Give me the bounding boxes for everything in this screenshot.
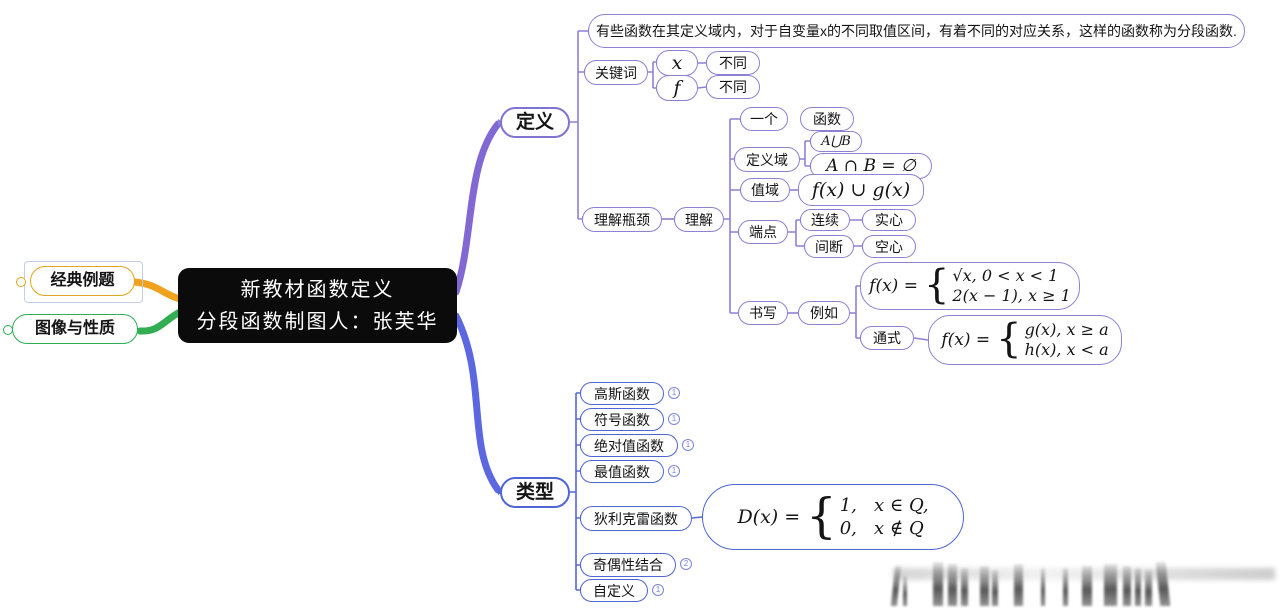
- general-formula-lhs: f(x) =: [941, 329, 991, 350]
- node-bottleneck[interactable]: 理解瓶颈: [582, 207, 662, 232]
- example-formula-brace: {: [923, 262, 950, 308]
- badge-sign[interactable]: 1: [668, 413, 680, 425]
- node-keywords[interactable]: 关键词: [584, 60, 648, 85]
- node-x-different[interactable]: 不同: [706, 51, 760, 75]
- example-formula-lhs: f(x) =: [869, 275, 918, 296]
- node-general[interactable]: 通式: [860, 326, 914, 350]
- general-formula-row2: h(x), x < a: [1024, 340, 1109, 359]
- node-range-formula[interactable]: f(x) ∪ g(x): [798, 174, 924, 206]
- node-discontinuous[interactable]: 间断: [804, 235, 854, 258]
- branch-classic: [130, 278, 184, 303]
- node-one[interactable]: 一个: [740, 107, 788, 131]
- node-gauss-function[interactable]: 高斯函数: [580, 382, 664, 405]
- dirichlet-formula-lhs: D(x) =: [737, 505, 801, 528]
- badge-absolute[interactable]: 1: [682, 439, 694, 451]
- central-title-line2: 分段函数制图人：张芙华: [196, 310, 439, 333]
- general-formula-row1: g(x), x ≥ a: [1024, 320, 1109, 339]
- node-general-formula[interactable]: f(x) = { g(x), x ≥ a h(x), x < a: [928, 315, 1122, 365]
- node-union[interactable]: A⋃B: [810, 131, 862, 152]
- node-writing[interactable]: 书写: [738, 301, 788, 325]
- badge-extremum[interactable]: 1: [668, 465, 680, 477]
- node-definition[interactable]: 定义: [500, 107, 570, 138]
- node-extremum-function[interactable]: 最值函数: [580, 460, 664, 483]
- general-formula-brace: {: [996, 316, 1022, 362]
- badge-custom[interactable]: 1: [652, 584, 664, 596]
- node-definition-summary[interactable]: 有些函数在其定义域内，对于自变量x的不同取值区间，有着不同的对应关系，这样的函数…: [588, 14, 1245, 48]
- badge-parity[interactable]: 2: [680, 558, 692, 570]
- node-endpoint[interactable]: 端点: [738, 220, 788, 244]
- node-continuous[interactable]: 连续: [800, 209, 850, 231]
- branch-types: [452, 312, 502, 494]
- node-example[interactable]: 例如: [798, 301, 850, 325]
- collapse-dot-classic[interactable]: [16, 277, 26, 287]
- badge-gauss[interactable]: 1: [668, 387, 680, 399]
- node-f-different[interactable]: 不同: [706, 75, 760, 99]
- node-dirichlet-function[interactable]: 狄利克雷函数: [580, 506, 692, 531]
- blurred-watermark: [890, 556, 1275, 606]
- node-example-formula[interactable]: f(x) = { √x, 0 < x < 1 2(x − 1), x ≥ 1: [860, 262, 1080, 310]
- example-formula-row1: √x, 0 < x < 1: [952, 266, 1059, 285]
- node-types[interactable]: 类型: [500, 477, 570, 508]
- dirichlet-formula-row1: 1, x ∈ Q,: [839, 494, 929, 516]
- branch-graphs: [136, 308, 184, 335]
- example-formula-row2: 2(x − 1), x ≥ 1: [952, 286, 1071, 305]
- node-sign-function[interactable]: 符号函数: [580, 408, 664, 431]
- node-keyword-f[interactable]: f: [656, 75, 698, 101]
- branch-definition: [452, 120, 502, 296]
- node-hollow[interactable]: 空心: [862, 235, 916, 258]
- node-graphs-properties[interactable]: 图像与性质: [12, 314, 138, 344]
- types-wires: [570, 392, 703, 591]
- node-solid[interactable]: 实心: [862, 209, 916, 231]
- node-function[interactable]: 函数: [800, 107, 854, 131]
- central-topic[interactable]: 新教材函数定义 分段函数制图人：张芙华: [178, 268, 457, 343]
- node-parity-combination[interactable]: 奇偶性结合: [580, 553, 676, 577]
- node-custom[interactable]: 自定义: [580, 579, 648, 602]
- definition-wires: [570, 30, 929, 341]
- central-title-line1: 新教材函数定义: [240, 278, 395, 301]
- node-keyword-x[interactable]: x: [656, 50, 698, 76]
- node-dirichlet-formula[interactable]: D(x) = { 1, x ∈ Q, 0, x ∉ Q: [702, 484, 964, 550]
- dirichlet-formula-row2: 0, x ∉ Q: [839, 518, 924, 539]
- node-absolute-value-function[interactable]: 绝对值函数: [580, 434, 678, 457]
- node-range[interactable]: 值域: [740, 178, 790, 202]
- node-domain[interactable]: 定义域: [734, 147, 800, 172]
- node-understand[interactable]: 理解: [674, 207, 724, 232]
- collapse-dot-graphs[interactable]: [3, 325, 13, 335]
- dirichlet-formula-brace: {: [806, 487, 837, 544]
- node-classic-examples[interactable]: 经典例题: [30, 266, 135, 296]
